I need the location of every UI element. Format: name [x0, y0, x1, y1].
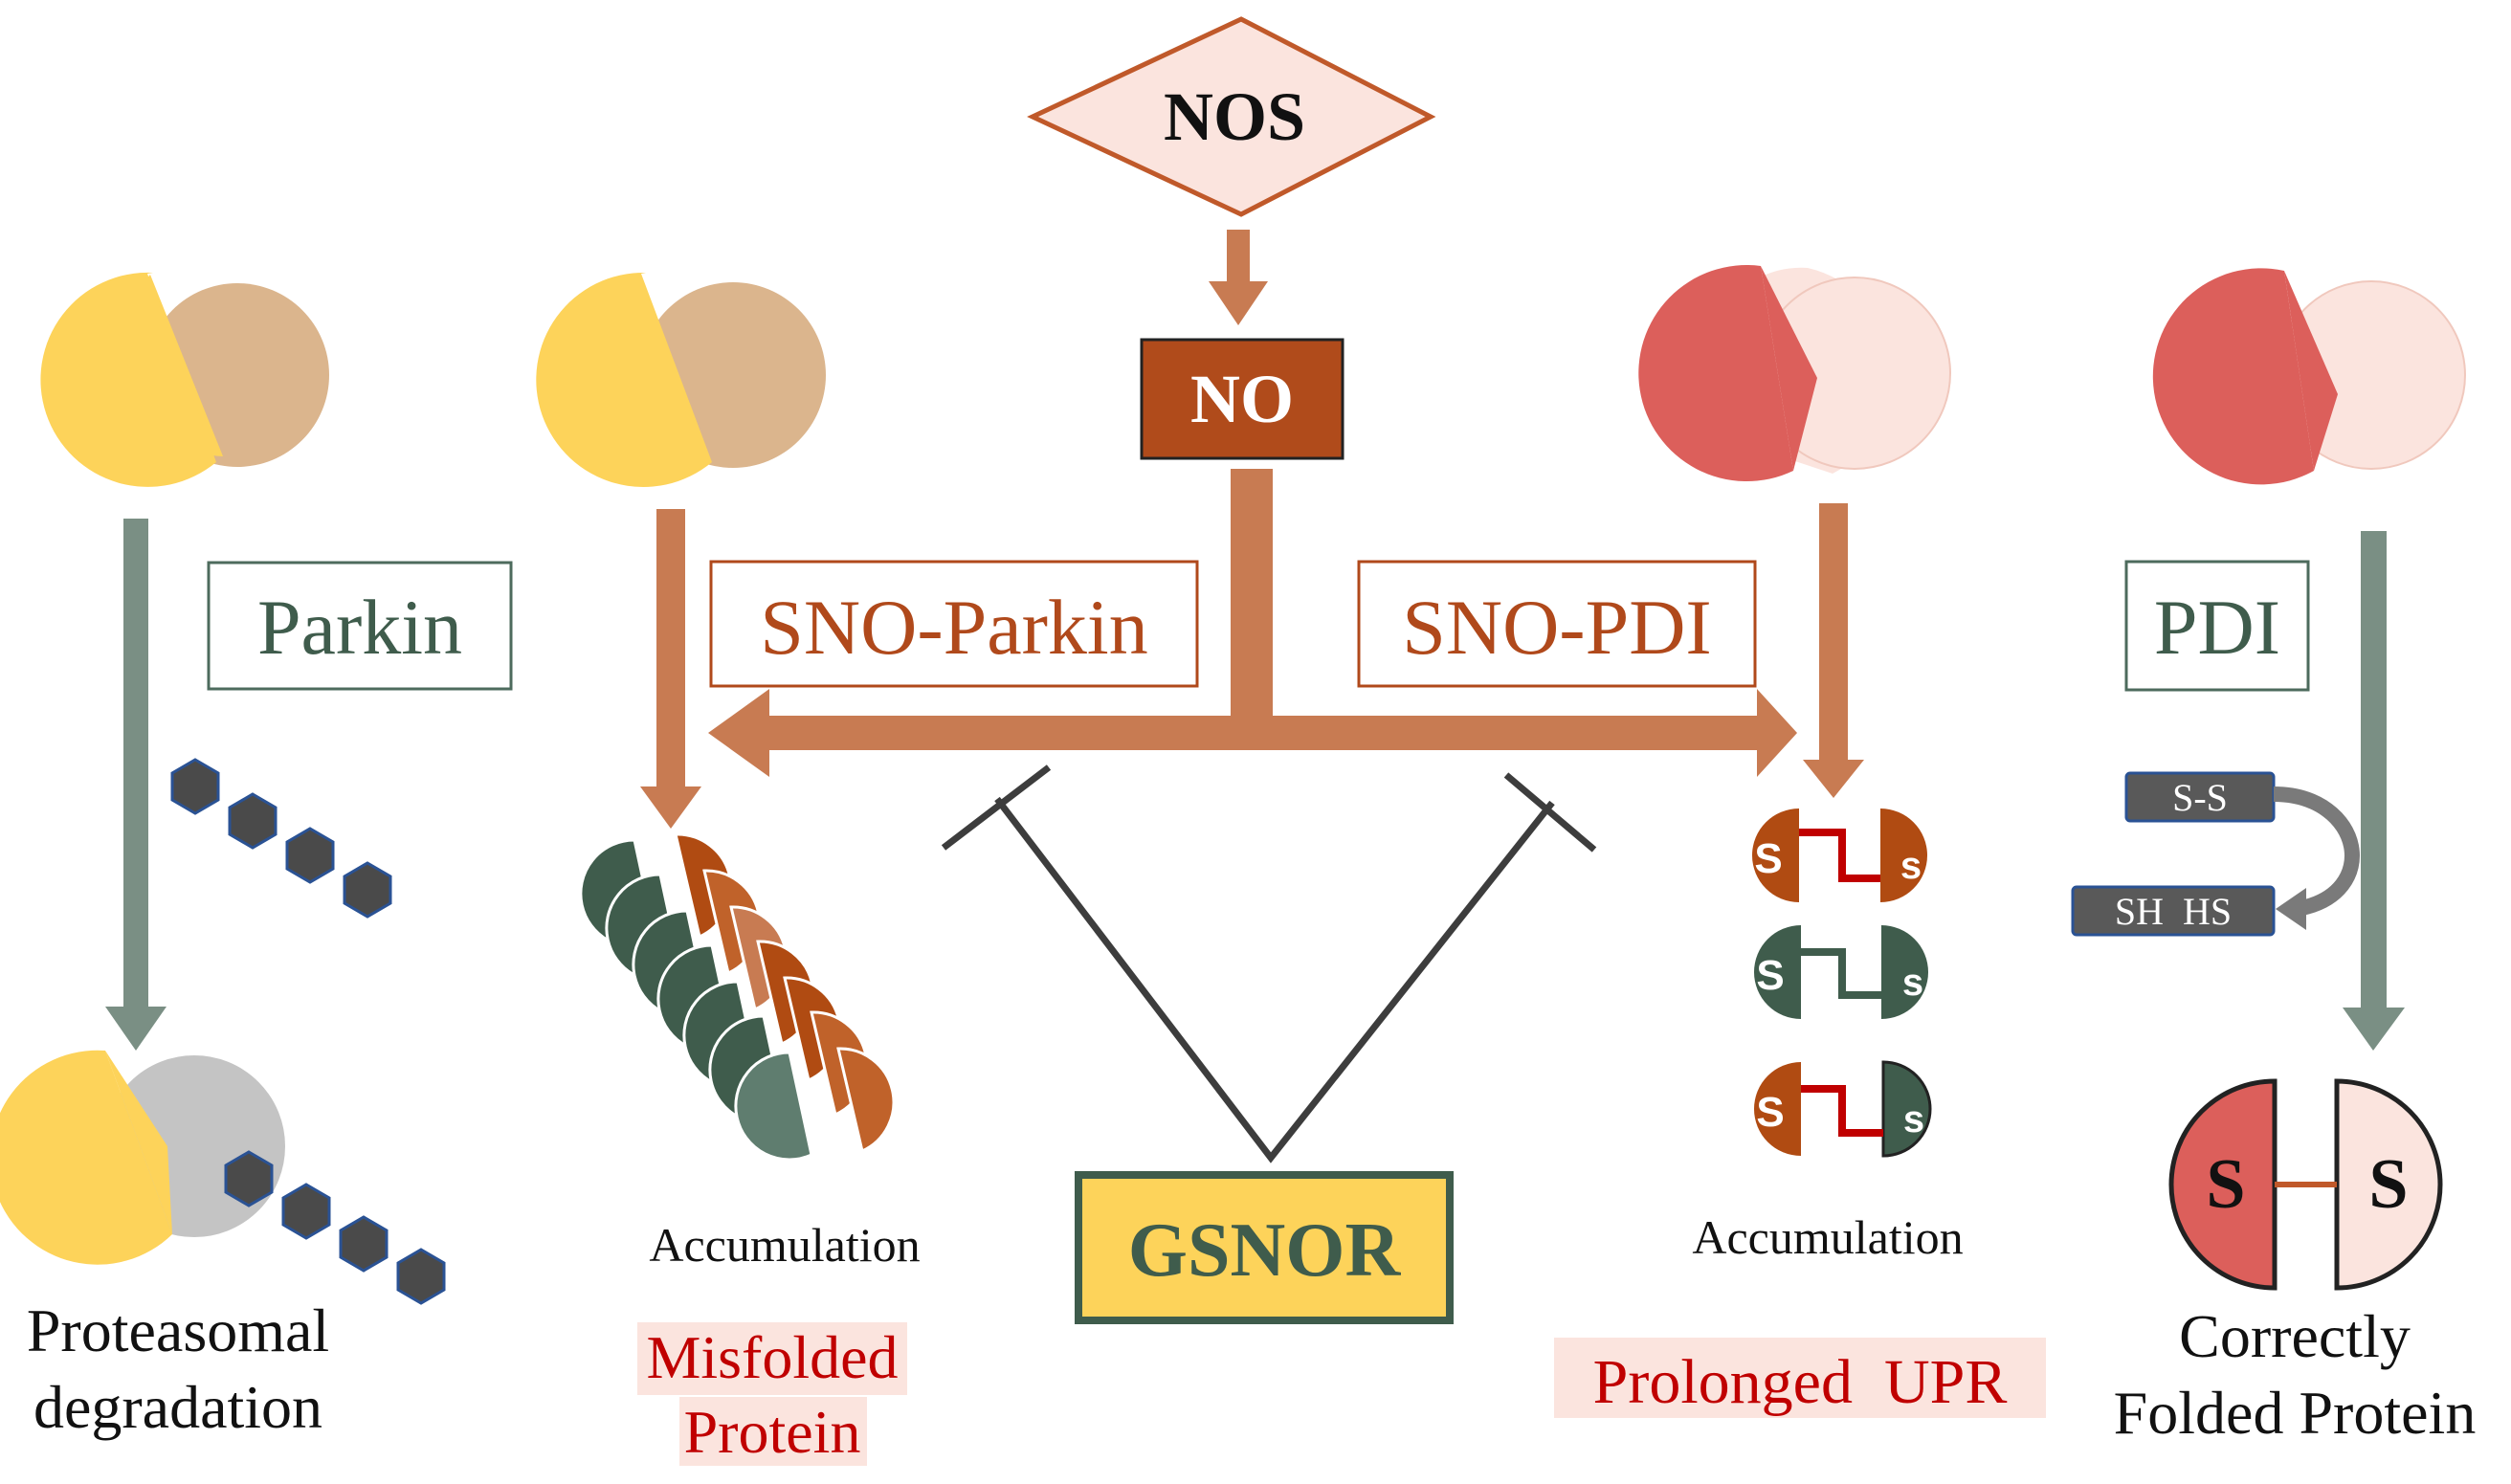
no-trunk — [1231, 469, 1273, 716]
accumulation-right-label: Accumulation — [1692, 1210, 1963, 1264]
sh-hs-label: SH HS — [2115, 890, 2232, 933]
sno-double-arrow — [708, 689, 1797, 777]
sulfur-label: S — [1756, 952, 1784, 999]
parkin-label: Parkin — [257, 584, 462, 671]
pdi-disulfide-2: S s — [1754, 925, 1928, 1019]
prolonged-upr-caption: Prolonged UPR — [1554, 1338, 2046, 1418]
sulfur-label: S — [2368, 1145, 2408, 1224]
pdi-label: PDI — [2154, 584, 2280, 671]
misfolded-protein-caption: Misfolded Protein — [637, 1322, 907, 1466]
ubiquitin-chain-bottom — [224, 1150, 446, 1305]
protein-top-2 — [536, 272, 826, 487]
nos-to-no-arrow — [1209, 230, 1268, 325]
correctly-line-2: Folded Protein — [2114, 1379, 2477, 1447]
arrow-orange-right — [1803, 503, 1864, 798]
proteasomal-line-2: degradation — [33, 1373, 322, 1441]
ubiquitin-chain-top — [170, 758, 392, 919]
caption-proteasomal: Proteasomal degradation — [27, 1296, 329, 1441]
misfolded-line-2: Protein — [684, 1398, 861, 1466]
pdi-disulfide-3: S s — [1754, 1060, 1932, 1158]
sulfur-label: S — [1756, 1089, 1784, 1136]
gsnor-node: GSNOR — [1075, 1171, 1454, 1324]
sno-parkin-label: SNO-Parkin — [760, 584, 1147, 671]
arrow-gray-right — [2343, 531, 2405, 1051]
parkin-box: Parkin — [207, 561, 513, 691]
no-node: NO — [1140, 338, 1344, 460]
protein-top-3 — [1638, 265, 1951, 482]
sulfur-label: S — [1754, 835, 1782, 882]
pdi-redox-cycle: S-S SH HS — [2071, 771, 2360, 937]
proteasomal-line-1: Proteasomal — [27, 1296, 329, 1364]
arrow-orange-left — [640, 509, 701, 829]
sno-parkin-box: SNO-Parkin — [709, 560, 1199, 688]
nos-label: NOS — [1164, 78, 1305, 155]
sulfur-label: s — [1900, 845, 1922, 887]
protein-top-4 — [2152, 268, 2466, 485]
sulfur-label: s — [1902, 962, 1923, 1004]
ss-label: S-S — [2172, 776, 2228, 819]
sulfur-label: s — [1903, 1098, 1924, 1141]
no-label: NO — [1190, 361, 1294, 437]
correctly-line-1: Correctly — [2179, 1302, 2411, 1370]
arrow-gray-left — [105, 519, 167, 1051]
caption-correctly-folded: Correctly Folded Protein — [2114, 1302, 2477, 1447]
accumulation-left-label: Accumulation — [649, 1218, 920, 1272]
protein-folded: S S — [2168, 1078, 2443, 1291]
misfolded-line-1: Misfolded — [646, 1323, 898, 1391]
pdi-box: PDI — [2124, 560, 2310, 692]
pdi-disulfide-1: S s — [1752, 808, 1927, 902]
prolonged-upr-label: Prolonged UPR — [1593, 1347, 2008, 1417]
sno-pdi-label: SNO-PDI — [1402, 584, 1711, 671]
misfolded-stack — [579, 832, 896, 1162]
gsnor-label: GSNOR — [1128, 1208, 1402, 1293]
gsnor-inhibition — [941, 764, 1597, 1163]
sulfur-label: S — [2206, 1145, 2245, 1224]
nos-node: NOS — [1027, 16, 1436, 217]
protein-top-1 — [40, 272, 329, 487]
sno-pdi-box: SNO-PDI — [1357, 560, 1757, 688]
